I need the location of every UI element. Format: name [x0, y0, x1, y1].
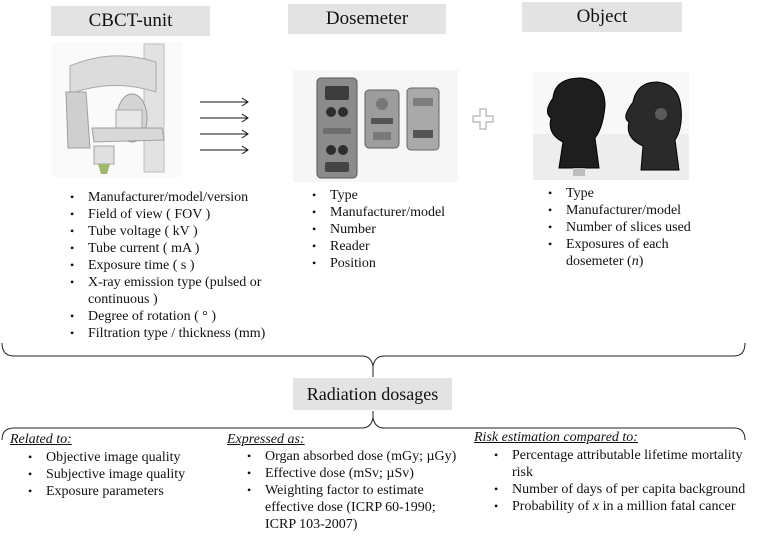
list-item: Filtration type / thickness (mm): [66, 325, 316, 342]
list-item: Manufacturer/model: [308, 204, 478, 221]
list-item: Percentage attributable lifetime mortali…: [490, 447, 755, 481]
probability-label: Probability of x in a million fatal canc…: [512, 499, 736, 514]
related-to-label: Related to:: [10, 432, 72, 447]
phantom-heads-photo: [533, 72, 689, 180]
list-item: Degree of rotation ( ° ): [66, 308, 316, 325]
list-item: X-ray emission type (pulsed or continuou…: [66, 274, 316, 308]
radiation-dosages-box: Radiation dosages: [293, 378, 452, 410]
expressed-as-label: Expressed as:: [227, 432, 305, 447]
dosemeter-parameter-list: Type Manufacturer/model Number Reader Po…: [308, 187, 478, 272]
object-parameter-list: Type Manufacturer/model Number of slices…: [544, 185, 719, 270]
list-item: Subjective image quality: [24, 466, 214, 483]
list-item: Exposure time ( s ): [66, 257, 316, 274]
list-item: Manufacturer/model: [544, 202, 719, 219]
object-header: Object: [522, 2, 682, 32]
related-to-list: Objective image quality Subjective image…: [24, 449, 214, 500]
list-item: Number: [308, 221, 478, 238]
list-item: Weighting factor to estimate effective d…: [243, 482, 463, 533]
list-item: Tube voltage ( kV ): [66, 223, 316, 240]
dosemeter-photo: [293, 70, 458, 182]
right-arrows-icon: [200, 97, 249, 154]
list-item: Reader: [308, 238, 478, 255]
list-item: Number of days of per capita background: [490, 481, 755, 498]
list-item: Field of view ( FOV ): [66, 206, 316, 223]
list-item: Type: [544, 185, 719, 202]
list-item: Effective dose (mSv; µSv): [243, 465, 463, 482]
risk-estimation-list: Percentage attributable lifetime mortali…: [490, 447, 755, 515]
list-item: Position: [308, 255, 478, 272]
list-item: Objective image quality: [24, 449, 214, 466]
dosemeter-header: Dosemeter: [288, 4, 446, 34]
expressed-as-list: Organ absorbed dose (mGy; µGy) Effective…: [243, 448, 463, 533]
cbct-unit-header: CBCT-unit: [51, 6, 210, 36]
plus-icon: [472, 108, 494, 130]
list-item: Type: [308, 187, 478, 204]
list-item: Probability of x in a million fatal canc…: [490, 498, 755, 515]
list-item: Exposures of each dosemeter (n): [544, 236, 719, 270]
object-exposures-label: Exposures of each dosemeter (n): [566, 237, 669, 269]
list-item: Organ absorbed dose (mGy; µGy): [243, 448, 463, 465]
list-item: Tube current ( mA ): [66, 240, 316, 257]
list-item: Exposure parameters: [24, 483, 214, 500]
risk-estimation-label: Risk estimation compared to:: [474, 430, 638, 445]
list-item: Number of slices used: [544, 219, 719, 236]
cbct-unit-photo: [52, 42, 182, 177]
cbct-parameter-list: Manufacturer/model/version Field of view…: [66, 189, 316, 342]
list-item: Manufacturer/model/version: [66, 189, 316, 206]
